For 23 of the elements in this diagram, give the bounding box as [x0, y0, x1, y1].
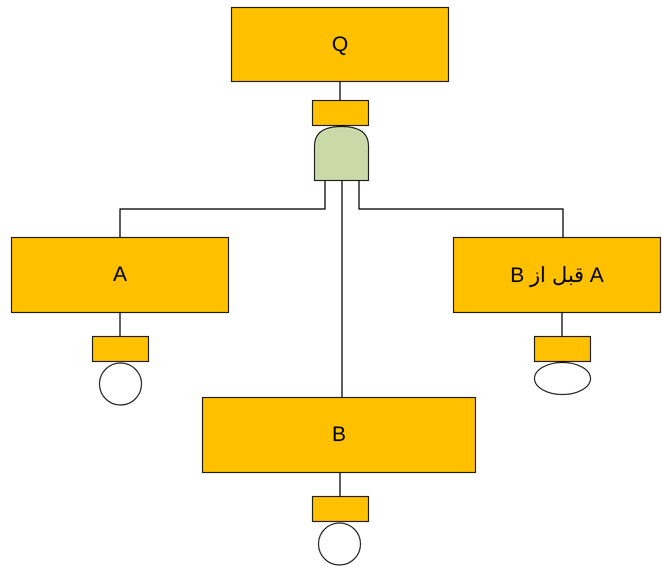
- event-label: B: [332, 423, 346, 447]
- connector-line: [341, 181, 343, 397]
- connector-line: [339, 82, 341, 100]
- transfer-box: [312, 496, 369, 522]
- and-gate: [314, 126, 369, 181]
- basic-event-circle: [99, 362, 142, 406]
- connector-line: [119, 181, 326, 237]
- event-label: Q: [332, 32, 348, 56]
- connector-line: [119, 313, 121, 336]
- basic-event-circle: [318, 522, 361, 566]
- event-box: [11, 237, 229, 313]
- event-box: [202, 397, 476, 473]
- transfer-box: [534, 336, 591, 362]
- event-box: [231, 7, 449, 82]
- condition-ellipse: [534, 362, 591, 395]
- event-box: [453, 237, 661, 313]
- connector-line: [339, 473, 341, 496]
- connector-line: [358, 181, 564, 237]
- event-label: A: [112, 263, 127, 287]
- transfer-box: [312, 100, 369, 126]
- event-label: A قبل از B: [510, 262, 604, 288]
- connector-line: [561, 313, 563, 336]
- transfer-box: [92, 336, 149, 362]
